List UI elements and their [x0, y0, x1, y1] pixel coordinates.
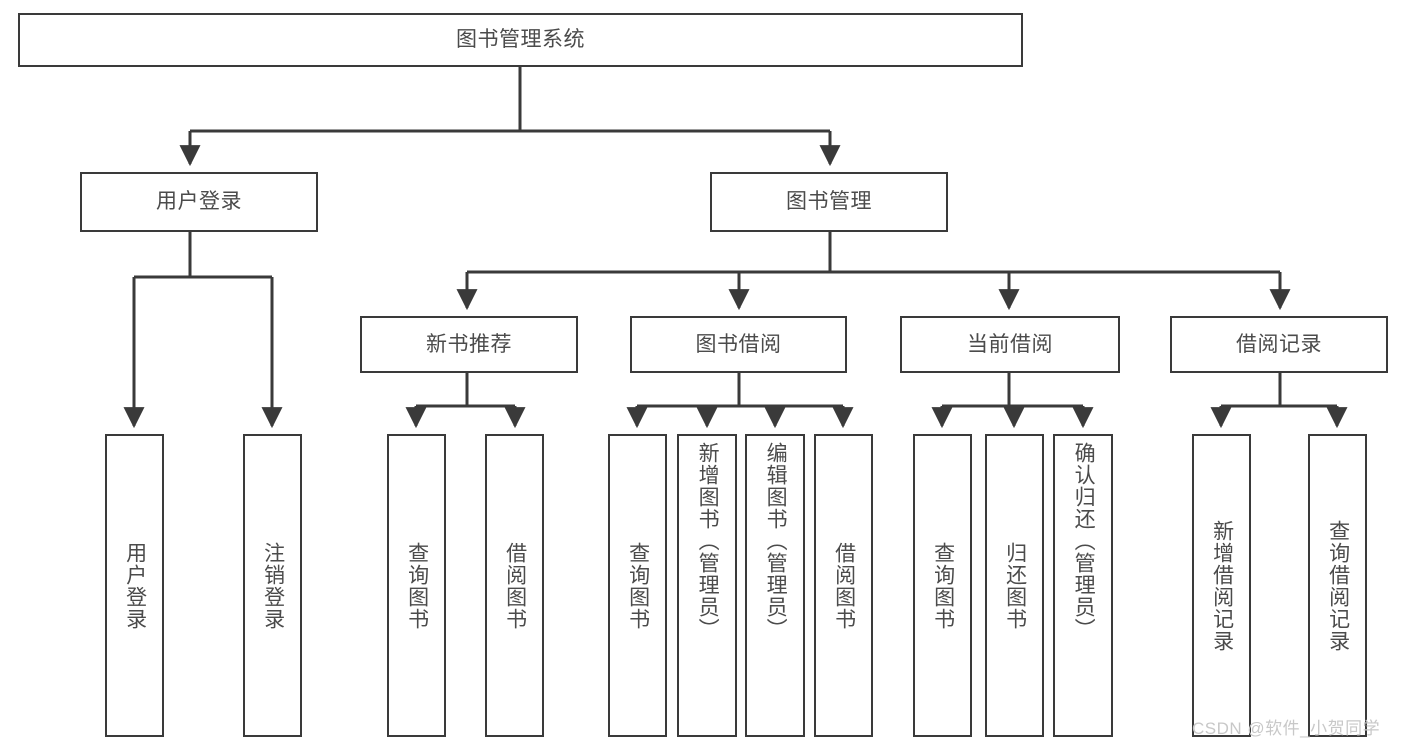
leaf-user-login-label: 用户登录 [123, 541, 147, 630]
leaf-borrow-book-recommend-label: 借阅图书 [503, 541, 527, 630]
leaf-logout[interactable]: 注销登录 [243, 434, 302, 737]
node-root-label: 图书管理系统 [456, 28, 585, 52]
node-current-borrow[interactable]: 当前借阅 [900, 316, 1120, 373]
node-new-book-recommend[interactable]: 新书推荐 [360, 316, 578, 373]
node-user-login[interactable]: 用户登录 [80, 172, 318, 232]
leaf-query-book-borrow[interactable]: 查询图书 [608, 434, 667, 737]
node-book-borrow[interactable]: 图书借阅 [630, 316, 847, 373]
node-borrow-records[interactable]: 借阅记录 [1170, 316, 1388, 373]
leaf-query-borrow-record[interactable]: 查询借阅记录 [1308, 434, 1367, 737]
leaf-query-book-recommend-label: 查询图书 [405, 541, 429, 630]
leaf-add-book-admin-label: 新增图书（管理员） [696, 442, 720, 640]
leaf-query-book-borrow-label: 查询图书 [626, 541, 650, 630]
leaf-user-login[interactable]: 用户登录 [105, 434, 164, 737]
node-root[interactable]: 图书管理系统 [18, 13, 1023, 67]
leaf-return-book-label: 归还图书 [1003, 541, 1027, 630]
leaf-borrow-book[interactable]: 借阅图书 [814, 434, 873, 737]
leaf-edit-book-admin-label: 编辑图书（管理员） [764, 442, 788, 640]
leaf-edit-book-admin[interactable]: 编辑图书（管理员） [745, 434, 805, 737]
node-book-management-label: 图书管理 [786, 190, 872, 214]
node-new-book-recommend-label: 新书推荐 [426, 332, 512, 356]
leaf-query-book-current-label: 查询图书 [931, 541, 955, 630]
leaf-query-book-recommend[interactable]: 查询图书 [387, 434, 446, 737]
leaf-return-book[interactable]: 归还图书 [985, 434, 1044, 737]
leaf-add-borrow-record-label: 新增借阅记录 [1210, 519, 1234, 652]
node-borrow-records-label: 借阅记录 [1236, 332, 1322, 356]
leaf-query-borrow-record-label: 查询借阅记录 [1326, 519, 1350, 652]
node-book-borrow-label: 图书借阅 [695, 332, 782, 356]
leaf-confirm-return-admin[interactable]: 确认归还（管理员） [1053, 434, 1113, 737]
node-user-login-label: 用户登录 [156, 190, 242, 214]
node-current-borrow-label: 当前借阅 [967, 332, 1053, 356]
leaf-add-borrow-record[interactable]: 新增借阅记录 [1192, 434, 1251, 737]
leaf-query-book-current[interactable]: 查询图书 [913, 434, 972, 737]
leaf-logout-label: 注销登录 [261, 541, 285, 630]
leaf-borrow-book-label: 借阅图书 [832, 541, 856, 630]
leaf-confirm-return-admin-label: 确认归还（管理员） [1072, 442, 1096, 640]
leaf-borrow-book-recommend[interactable]: 借阅图书 [485, 434, 544, 737]
leaf-add-book-admin[interactable]: 新增图书（管理员） [677, 434, 737, 737]
node-book-management[interactable]: 图书管理 [710, 172, 948, 232]
